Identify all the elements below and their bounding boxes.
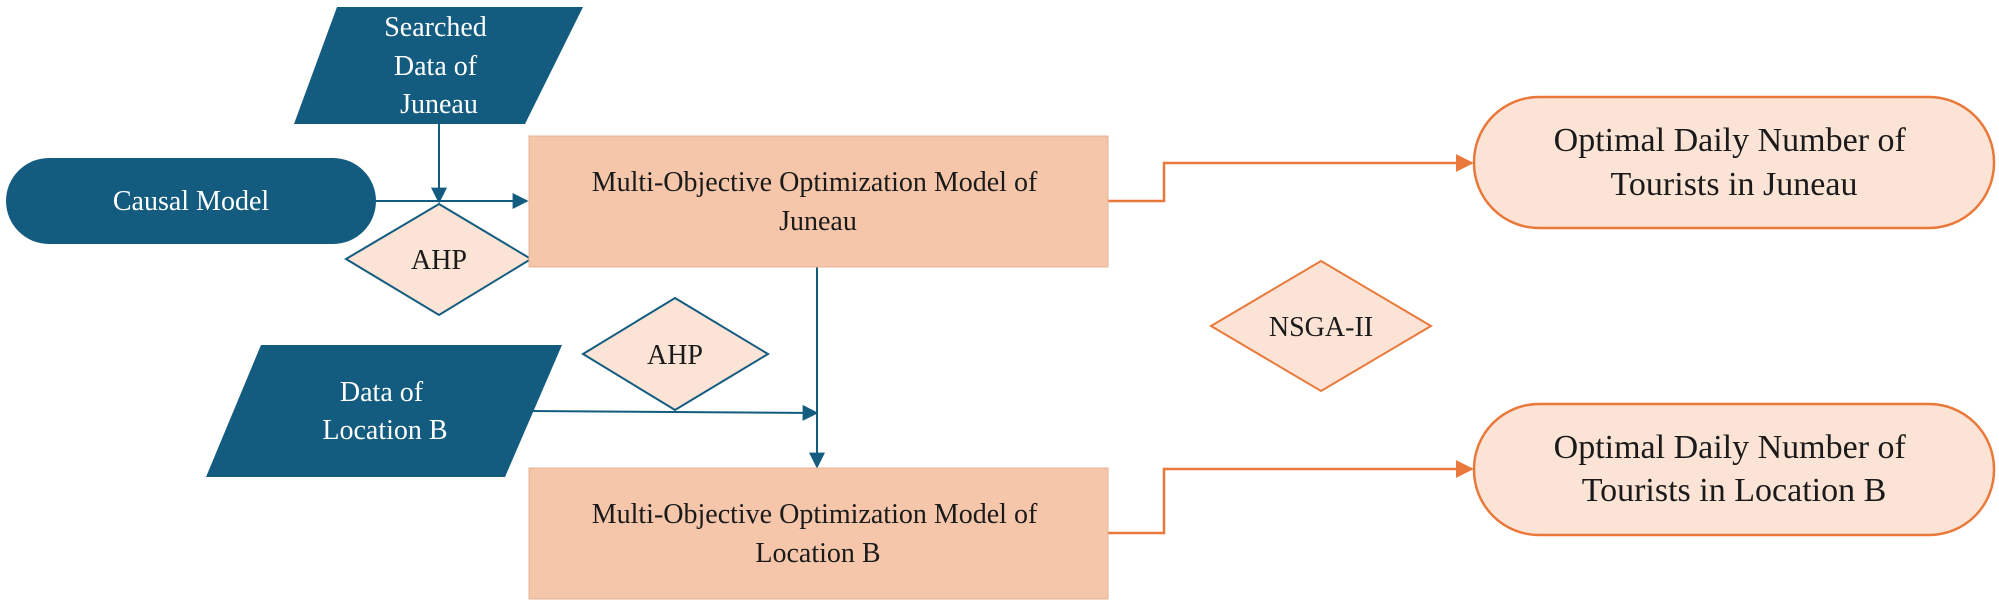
node-nsga: NSGA-II: [1209, 259, 1433, 393]
searched-data-line-2: Data of: [394, 51, 478, 82]
optimal-juneau-line-2: Tourists in Juneau: [1611, 166, 1858, 203]
optimal-juneau-label: Optimal Daily Number of Tourists in June…: [1554, 122, 1915, 203]
searched-data-line-1: Searched: [384, 12, 487, 43]
node-causal-model: Causal Model: [6, 158, 376, 244]
node-optimal-location-b: Optimal Daily Number of Tourists in Loca…: [1472, 402, 1996, 537]
node-model-location-b: Multi-Objective Optimization Model of Lo…: [528, 467, 1109, 600]
diamond-shape: [581, 296, 770, 412]
model-location-b-label: Multi-Objective Optimization Model of Lo…: [592, 499, 1045, 569]
terminal-shape: [6, 158, 376, 244]
node-ahp-mid: AHP: [581, 296, 770, 412]
model-juneau-label: Multi-Objective Optimization Model of Ju…: [592, 167, 1045, 237]
data-location-b-line-1: Data of: [340, 377, 424, 408]
node-model-juneau: Multi-Objective Optimization Model of Ju…: [528, 135, 1109, 268]
process-shape: [528, 467, 1109, 600]
ahp-top-label: AHP: [411, 245, 467, 276]
searched-data-line-3: Juneau: [400, 89, 478, 120]
data-location-b-label: Data of Location B: [322, 377, 447, 446]
connector-data-b-to-trunk: [527, 404, 819, 421]
terminal-shape: [1472, 402, 1996, 537]
optimal-location-b-line-1: Optimal Daily Number of: [1554, 429, 1907, 466]
model-juneau-line-2: Juneau: [779, 206, 857, 237]
causal-model-label: Causal Model: [113, 186, 270, 217]
connector-model-b-to-optimal: [1108, 460, 1474, 535]
model-location-b-line-2: Location B: [755, 538, 880, 569]
model-juneau-line-1: Multi-Objective Optimization Model of: [592, 167, 1038, 198]
searched-data-label: Searched Data of Juneau: [384, 12, 494, 120]
optimal-location-b-line-2: Tourists in Location B: [1582, 472, 1887, 509]
node-ahp-top: AHP: [344, 202, 533, 317]
ahp-mid-label: AHP: [647, 340, 703, 371]
diamond-shape: [344, 202, 533, 317]
parallelogram-shape: [206, 345, 562, 477]
parallelogram-shape: [294, 7, 583, 124]
nsga-label: NSGA-II: [1269, 312, 1373, 343]
diamond-shape: [1209, 259, 1433, 393]
optimal-location-b-label: Optimal Daily Number of Tourists in Loca…: [1554, 429, 1915, 509]
model-location-b-line-1: Multi-Objective Optimization Model of: [592, 499, 1038, 530]
terminal-shape: [1472, 95, 1996, 230]
connector-model-juneau-to-optimal: [1108, 154, 1474, 203]
process-shape: [528, 135, 1109, 268]
optimal-juneau-line-1: Optimal Daily Number of: [1554, 122, 1907, 159]
node-optimal-juneau: Optimal Daily Number of Tourists in June…: [1472, 95, 1996, 230]
node-data-location-b: Data of Location B: [206, 345, 562, 477]
node-searched-data: Searched Data of Juneau: [294, 7, 583, 124]
data-location-b-line-2: Location B: [322, 415, 447, 446]
